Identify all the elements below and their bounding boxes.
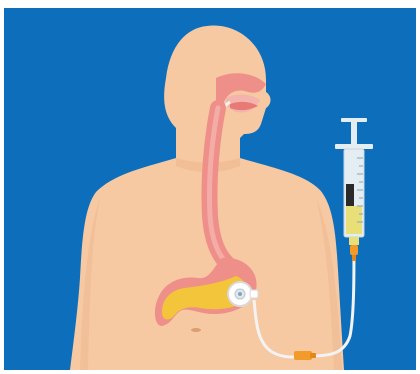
navel-icon <box>191 328 201 332</box>
gastrostomy-illustration <box>4 8 416 370</box>
illustration-panel <box>4 8 416 370</box>
